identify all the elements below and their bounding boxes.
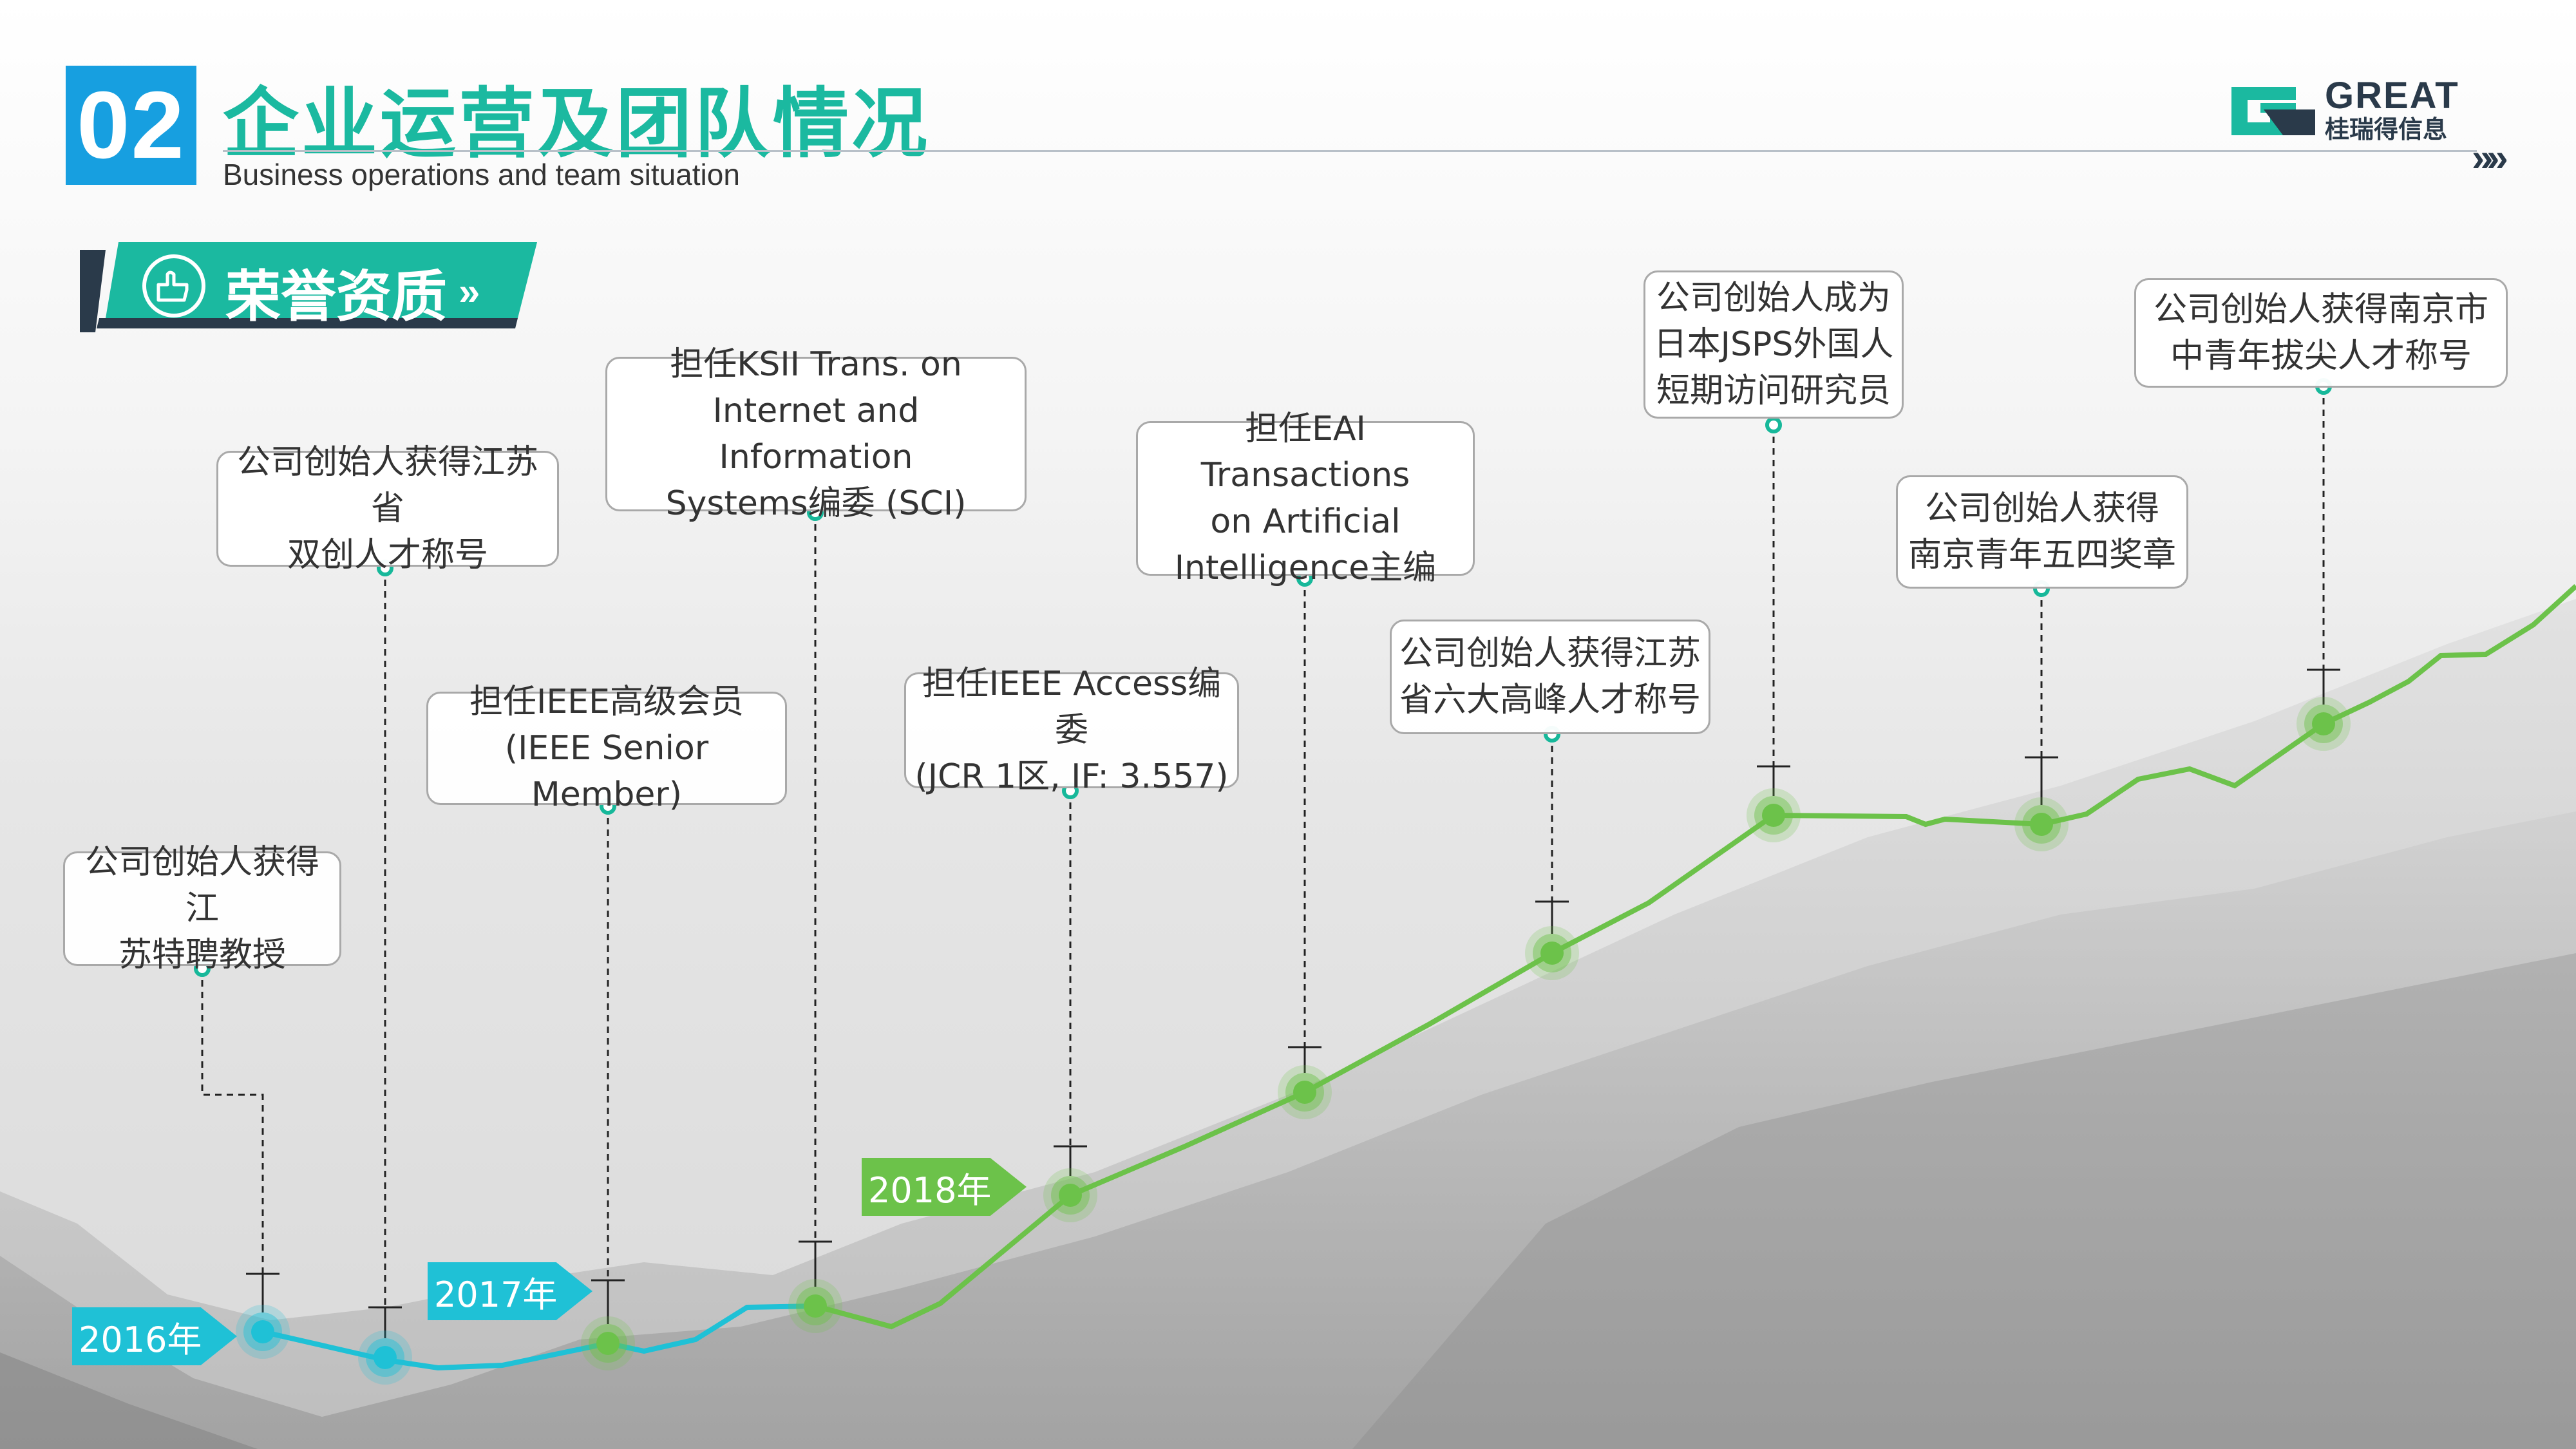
milestone-callout: 担任IEEE高级会员(IEEE Senior Member) xyxy=(426,683,787,814)
year-flag-2017: 2017年 xyxy=(428,1262,592,1320)
timeline-line-2018 xyxy=(814,584,2576,1330)
section-number: 02 xyxy=(66,66,196,185)
node-dot xyxy=(1762,804,1785,827)
node-dot xyxy=(1540,942,1564,965)
node-dot xyxy=(804,1294,827,1318)
milestone-callout: 公司创始人获得江苏特聘教授 xyxy=(63,843,341,974)
year-label: 2017年 xyxy=(434,1274,558,1315)
milestone-callout: 公司创始人获得南京市中青年拔尖人才称号 xyxy=(2134,278,2508,388)
section-tag-label: 荣誉资质 xyxy=(225,265,447,329)
year-flag-2018: 2018年 xyxy=(862,1158,1027,1216)
node-dot xyxy=(596,1332,620,1355)
anchor-ring xyxy=(1765,417,1782,433)
page-subtitle: Business operations and team situation xyxy=(223,158,740,191)
header-divider xyxy=(223,150,2477,152)
milestone-callout: 公司创始人获得江苏省双创人才称号 xyxy=(216,443,559,574)
milestone-callout: 担任IEEE Access编委(JCR 1区, IF: 3.557) xyxy=(904,665,1239,796)
pointing-hand-icon xyxy=(142,254,205,317)
year-flag-2016: 2016年 xyxy=(72,1307,237,1365)
node-dot xyxy=(1059,1184,1082,1207)
logo-text-cn: 桂瑞得信息 xyxy=(2325,115,2448,144)
node-dot xyxy=(374,1346,397,1369)
node-dot xyxy=(1293,1081,1316,1104)
page-title: 企业运营及团队情况 xyxy=(223,79,931,168)
connector-dashed-line xyxy=(201,969,264,1274)
node-dot xyxy=(2030,813,2053,836)
logo-text-en: GREAT xyxy=(2325,75,2459,117)
node-dot xyxy=(2312,712,2335,735)
milestone-callout: 公司创始人获得南京青年五四奖章 xyxy=(1896,475,2188,589)
node-dot xyxy=(251,1320,274,1343)
year-label: 2016年 xyxy=(79,1319,202,1360)
year-label: 2018年 xyxy=(868,1170,992,1211)
section-tag-banner xyxy=(80,242,537,332)
milestone-callout: 公司创始人成为日本JSPS外国人短期访问研究员 xyxy=(1643,270,1904,419)
great-logo-icon xyxy=(2231,87,2315,135)
milestone-callout: 公司创始人获得江苏省六大高峰人才称号 xyxy=(1390,620,1710,734)
